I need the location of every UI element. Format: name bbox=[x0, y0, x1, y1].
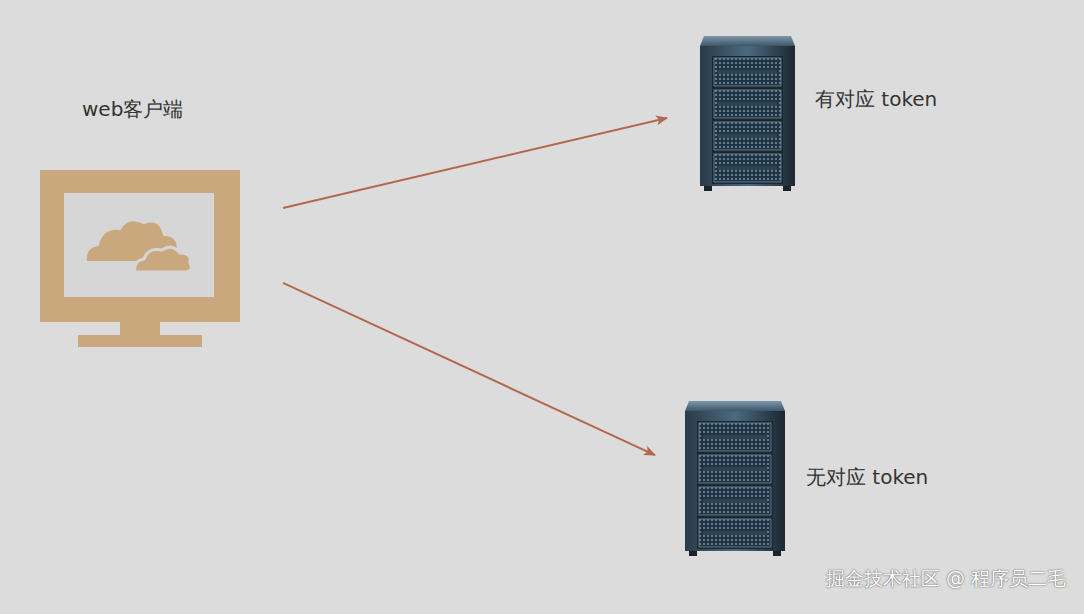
arrow-connector bbox=[283, 118, 667, 208]
node-art bbox=[667, 30, 967, 195]
node-label: 有对应 token bbox=[815, 87, 937, 111]
client-node: web客户端 bbox=[40, 95, 283, 350]
arrow-connector bbox=[283, 283, 655, 455]
server-node: 有对应 token bbox=[667, 30, 967, 195]
node-label: 无对应 token bbox=[806, 465, 928, 489]
node-label: web客户端 bbox=[82, 97, 183, 121]
node-art bbox=[40, 95, 283, 350]
monitor-icon bbox=[40, 170, 240, 347]
server-icon bbox=[700, 36, 795, 191]
server-icon bbox=[685, 401, 785, 556]
watermark: 掘金技术社区 @ 程序员二毛 bbox=[826, 566, 1066, 592]
server-node: 无对应 token bbox=[655, 395, 955, 560]
